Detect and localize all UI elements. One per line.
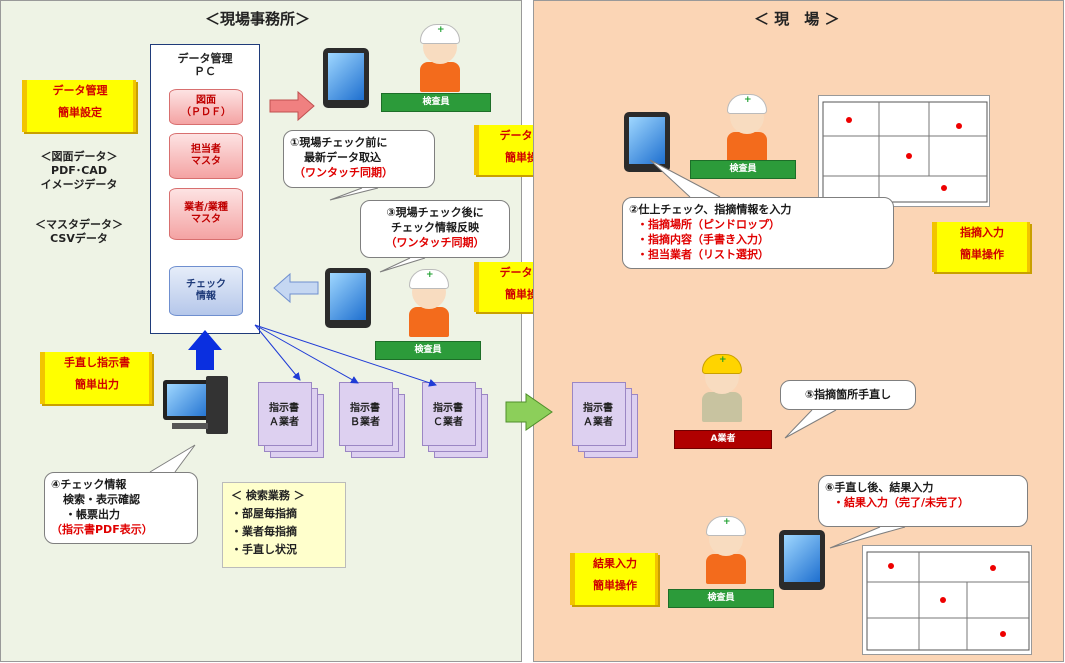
contractor-figure: + (700, 354, 744, 422)
inspector-figure: + (704, 516, 748, 584)
floor-plan-image (862, 545, 1032, 655)
contractor-label: A業者 (674, 430, 772, 449)
inspector-figure: + (725, 94, 769, 162)
master-data-note: ＜マスタデータ＞CSVデータ (35, 218, 123, 245)
inspector-label: 検査員 (381, 93, 491, 112)
floor-plan-image (818, 95, 990, 207)
inspector-label: 検査員 (668, 589, 774, 608)
scroll-data-management: データ管理簡単設定 (22, 80, 136, 132)
trade-master-database: 業者/業種マスタ (169, 188, 243, 240)
callout-step6: ⑥手直し後、結果入力 ・結果入力（完了/未完了） (818, 475, 1028, 527)
callout-step3: ③現場チェック後にチェック情報反映（ワンタッチ同期） (360, 200, 510, 258)
site-title: ＜ 現 場 ＞ (754, 10, 840, 28)
search-tasks-box: ＜ 検索業務 ＞・部屋毎指摘・業者毎指摘・手直し状況 (222, 482, 346, 568)
pc-tower-icon (206, 376, 228, 434)
tablet-icon (325, 268, 371, 328)
inspector-figure: + (418, 24, 462, 92)
arrow-right-icon (269, 90, 315, 122)
check-info-database: チェック情報 (169, 266, 243, 316)
arrow-left-icon (273, 272, 319, 304)
scroll-result-input: 結果入力簡単操作 (570, 553, 658, 605)
tablet-icon (323, 48, 369, 108)
inspector-figure: + (407, 269, 451, 337)
tablet-icon (779, 530, 825, 590)
callout-step2: ②仕上チェック、指摘情報を入力 ・指摘場所（ピンドロップ） ・指摘内容（手書き入… (622, 197, 894, 269)
scroll-point-input: 指摘入力簡単操作 (932, 222, 1030, 272)
office-title: ＜現場事務所＞ (205, 10, 311, 28)
tablet-icon (624, 112, 670, 172)
inspector-label: 検査員 (375, 341, 481, 360)
drawing-database: 図面（ＰＤＦ） (169, 89, 243, 125)
callout-step5: ⑤指摘箇所手直し (780, 380, 916, 410)
arrow-right-icon (505, 393, 553, 431)
scroll-manual-instruction: 手直し指示書簡単出力 (40, 352, 152, 404)
inspector-label: 検査員 (690, 160, 796, 179)
callout-step1: ①現場チェック前に最新データ取込（ワンタッチ同期） (283, 130, 435, 188)
callout-step4: ④チェック情報検索・表示確認・帳票出力（指示書PDF表示） (44, 472, 198, 544)
keyboard-icon (172, 423, 208, 429)
arrow-up-icon (188, 330, 222, 370)
staff-master-database: 担当者マスタ (169, 133, 243, 179)
